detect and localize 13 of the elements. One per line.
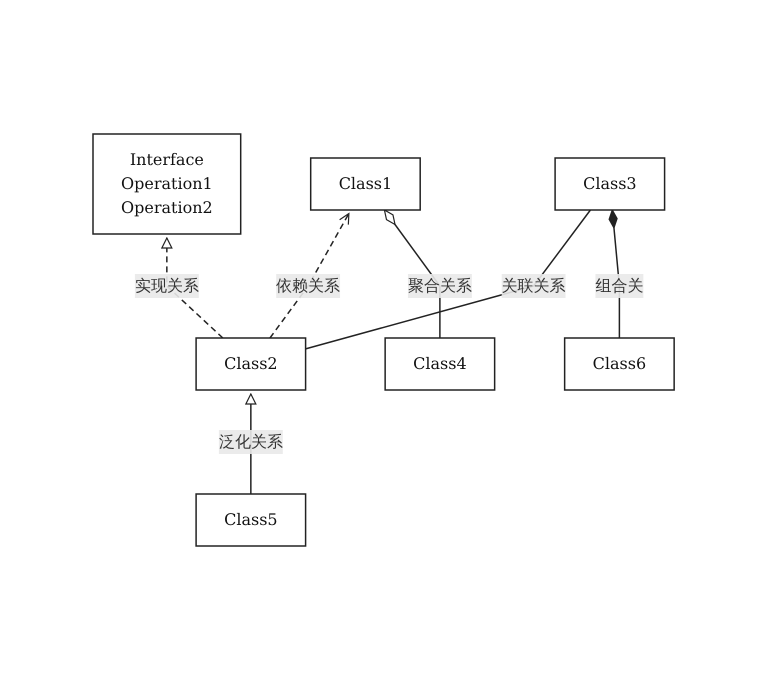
node-box: Class1 <box>310 156 422 210</box>
node-box: Class3 <box>554 156 666 210</box>
edge-label: 依赖关系 <box>276 276 341 294</box>
node-box: Class4 <box>384 336 496 390</box>
node-box: Interface Operation1 Operation2 <box>92 132 242 234</box>
edge-label: 关联关系 <box>502 276 566 294</box>
edge-label: 实现关系 <box>135 276 200 294</box>
node-box: Class6 <box>564 336 676 390</box>
edge-label: 泛化关系 <box>219 432 284 450</box>
edge-label: 组合关 <box>596 276 644 294</box>
node-box: Class2 <box>196 336 307 390</box>
edge-label: 聚合关系 <box>408 276 472 294</box>
node-box: Class5 <box>196 492 307 546</box>
